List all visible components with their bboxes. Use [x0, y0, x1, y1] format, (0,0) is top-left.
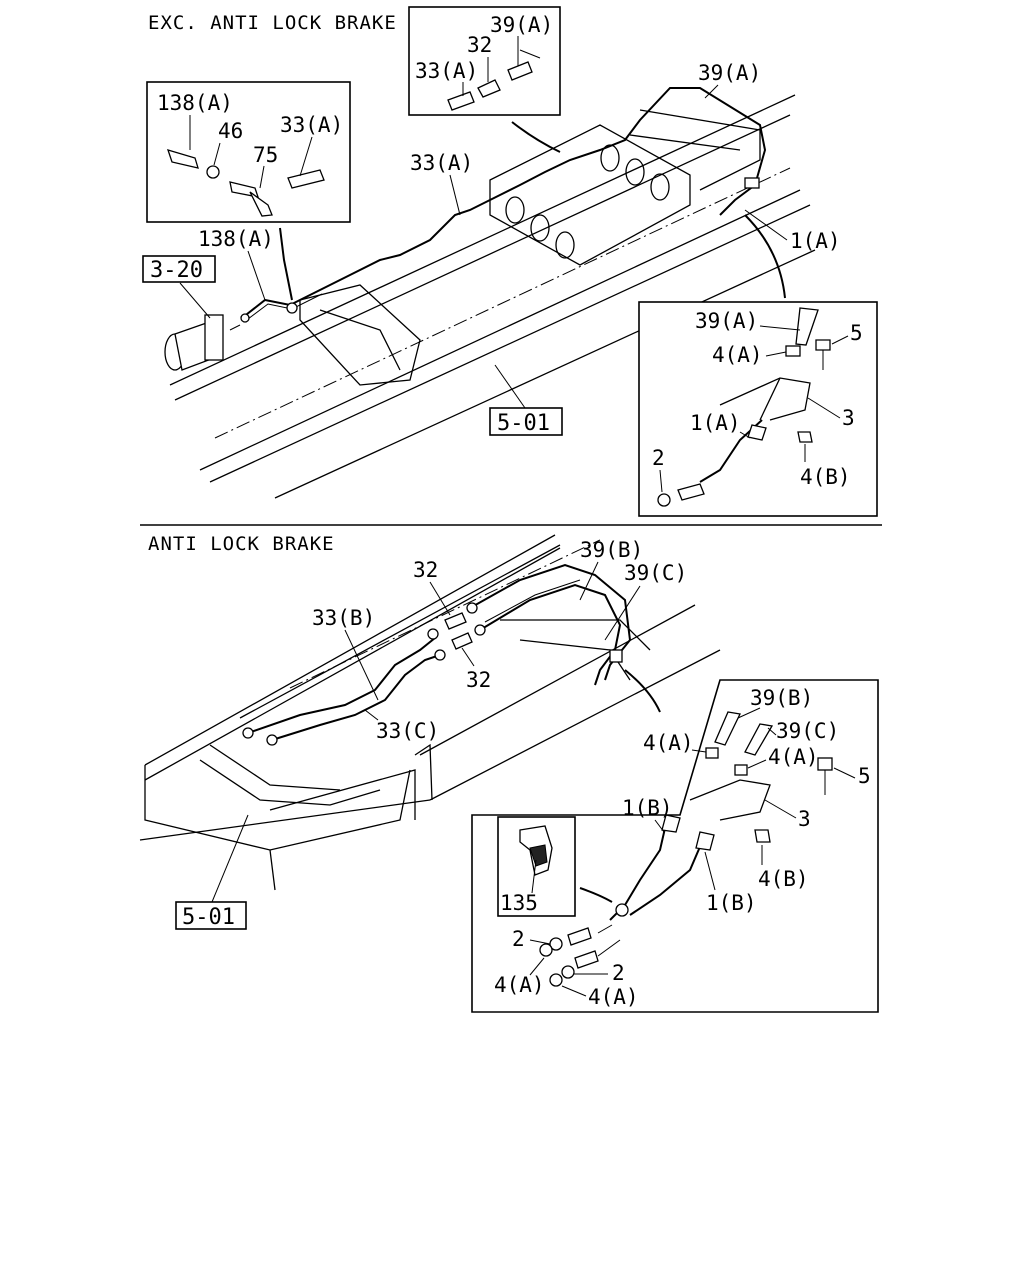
callout-39a-top: 39(A) — [490, 13, 553, 37]
callout-39a-detail: 39(A) — [695, 309, 758, 333]
upper-detail-box: 39(A) 5 4(A) 3 1(A) 2 4(B) — [638, 301, 878, 517]
upper-section: EXC. ANTI LOCK BRAKE — [142, 6, 878, 517]
ref-box-5-01-lower — [175, 901, 247, 930]
callout-32-top: 32 — [467, 33, 492, 57]
ref-5-01-lower: 5-01 — [182, 905, 235, 930]
lower-section: ANTI LOCK BRAKE — [139, 533, 879, 1013]
callout-2-detail: 2 — [652, 446, 665, 470]
callout-1a-main: 1(A) — [790, 229, 841, 253]
clip-inset-arrow — [579, 887, 613, 903]
callout-1b-detail-right: 1(B) — [706, 891, 757, 915]
lower-brake-pipes — [242, 563, 632, 746]
callout-39c-detail: 39(C) — [776, 719, 839, 743]
ref-5-01-upper: 5-01 — [497, 411, 550, 436]
callout-2-detail-lower: 2 — [612, 961, 625, 985]
callout-3-detail: 3 — [842, 406, 855, 430]
callout-39b-main: 39(B) — [580, 538, 643, 562]
ref-box-5-01-upper — [489, 407, 563, 436]
upper-inset-fittings-arrow — [511, 121, 561, 153]
callout-4b-detail-lower: 4(B) — [758, 867, 809, 891]
callout-138a-main: 138(A) — [198, 227, 274, 251]
callout-5-detail-lower: 5 — [858, 764, 871, 788]
callout-1a-detail: 1(A) — [690, 411, 741, 435]
callout-33a-main: 33(A) — [410, 151, 473, 175]
lower-section-title: ANTI LOCK BRAKE — [148, 533, 335, 555]
upper-frame — [164, 94, 816, 499]
callout-39c-main: 39(C) — [624, 561, 687, 585]
callout-4a-detail-bottom-right: 4(A) — [588, 985, 639, 1009]
callout-4a-detail-bottom-left: 4(A) — [494, 973, 545, 997]
callout-33a-inset: 33(A) — [280, 113, 343, 137]
upper-inset-connector-arrow — [279, 227, 293, 301]
callout-39a-main: 39(A) — [698, 61, 761, 85]
callout-46: 46 — [218, 119, 243, 143]
lower-frame — [139, 534, 721, 891]
callout-5-detail: 5 — [850, 321, 863, 345]
callout-39b-detail: 39(B) — [750, 686, 813, 710]
callout-135: 135 — [500, 891, 538, 915]
callout-33b-main: 33(B) — [312, 606, 375, 630]
upper-section-title: EXC. ANTI LOCK BRAKE — [148, 12, 397, 34]
upper-inset-fittings: 39(A) 32 33(A) — [408, 6, 561, 116]
callout-4a-detail-left: 4(A) — [643, 731, 694, 755]
callout-32-lower: 32 — [466, 668, 491, 692]
lower-detail-box: 39(B) 4(A) 39(C) 4(A) 5 1(B) 3 4(B) 1(B)… — [471, 679, 879, 1013]
ref-3-20: 3-20 — [150, 258, 203, 283]
lower-detail-arrow — [624, 669, 661, 713]
upper-brake-pipe — [240, 87, 767, 323]
callout-3-detail-lower: 3 — [798, 807, 811, 831]
callout-138a-inset: 138(A) — [157, 91, 233, 115]
ref-box-3-20 — [142, 255, 216, 283]
callout-32-upper: 32 — [413, 558, 438, 582]
upper-detail-arrow — [744, 214, 786, 299]
callout-1b-detail-left: 1(B) — [622, 796, 673, 820]
callout-33c-main: 33(C) — [376, 719, 439, 743]
callout-33a-top: 33(A) — [415, 59, 478, 83]
callout-75: 75 — [253, 143, 278, 167]
callout-2-detail-upper: 2 — [512, 927, 525, 951]
upper-inset-connector: 138(A) 46 75 33(A) — [146, 81, 351, 223]
callout-4b-detail: 4(B) — [800, 465, 851, 489]
callout-4a-detail-right: 4(A) — [768, 745, 819, 769]
callout-4a-detail: 4(A) — [712, 343, 763, 367]
